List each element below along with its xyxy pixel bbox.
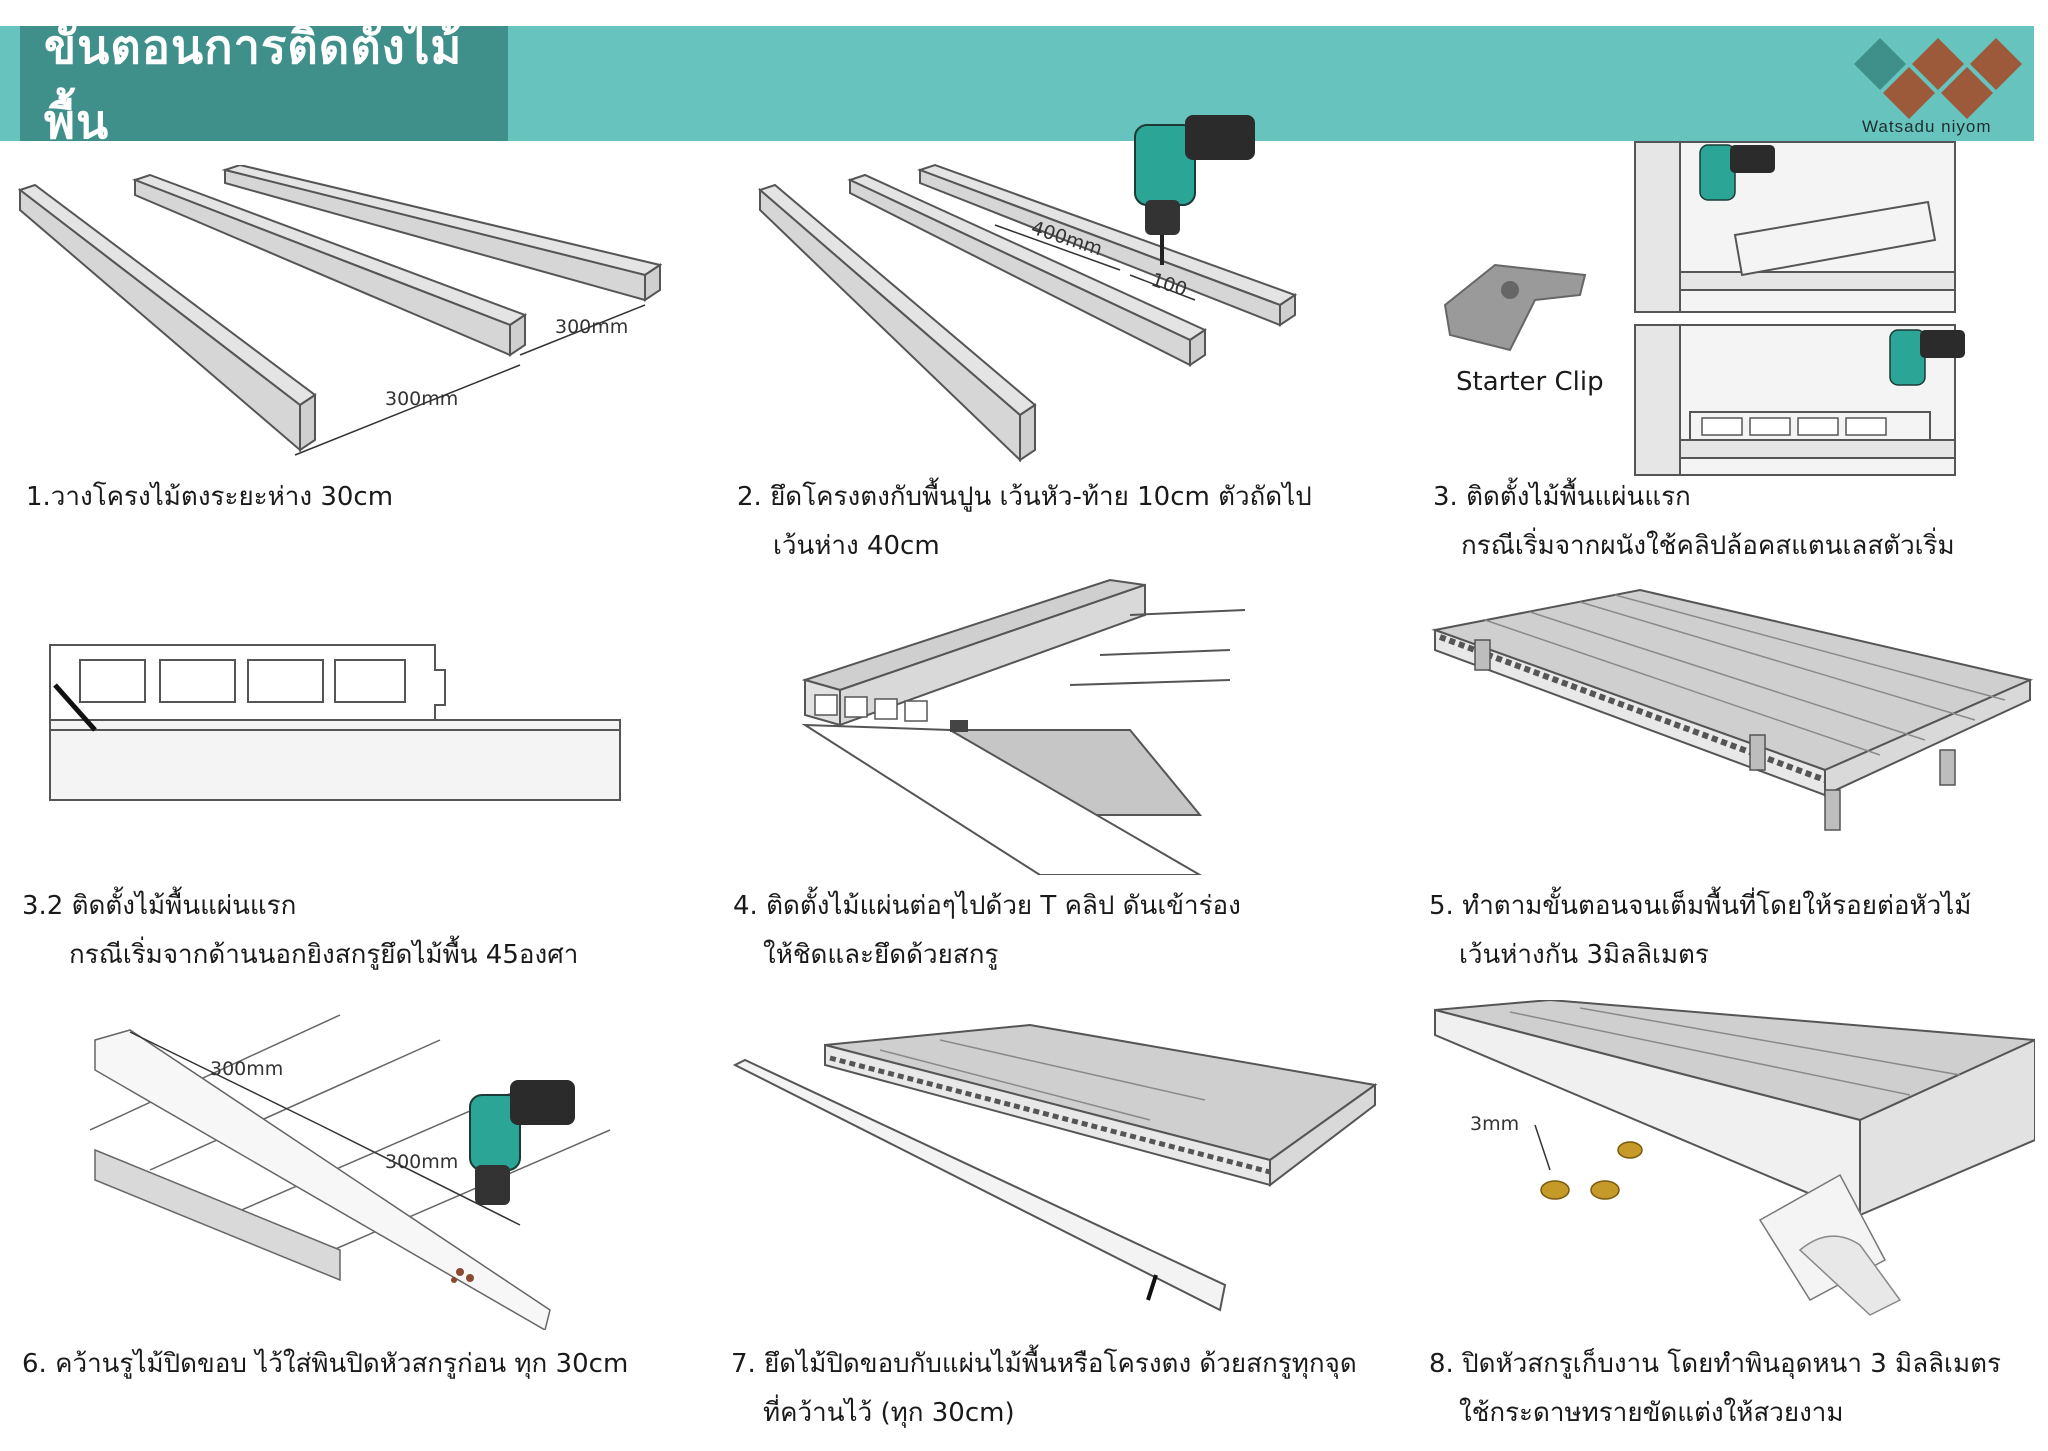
step-caption-6: 6. คว้านรูไม้ปิดขอบ ไว้ใส่พินปิดหัวสกรูก… — [22, 1340, 628, 1389]
hand-sandpaper-icon — [1758, 1173, 1902, 1316]
step3-starter-clip-illustration — [1443, 141, 1965, 476]
dim-label-6a: 300mm — [210, 1058, 283, 1080]
step3-2-board-screw-illustration — [49, 644, 621, 801]
step-caption-4: 4. ติดตั้งไม้แผ่นต่อๆไปด้วย T คลิป ดันเข… — [733, 882, 1241, 980]
starter-clip-label: Starter Clip — [1456, 367, 1604, 397]
step-2-line-1: 2. ยึดโครงตงกับพื้นปูน เว้นหัว-ท้าย 10cm… — [737, 482, 1312, 512]
step5-full-deck-illustration — [1431, 588, 2034, 831]
page-title: ขั้นตอนการติดตั้งไม้พื้น — [44, 19, 463, 150]
step-3-2-line-1: 3.2 ติดตั้งไม้พื้นแผ่นแรก — [22, 891, 297, 921]
step-3-line-2: กรณีเริ่มจากผนังใช้คลิปล้อคสแตนเลสตัวเริ… — [1461, 531, 1955, 561]
pin-cap-icon — [1540, 1141, 1643, 1200]
step-caption-1: 1.วางโครงไม้ตงระยะห่าง 30cm — [26, 473, 393, 522]
step4-t-clip-illustration — [801, 578, 1246, 875]
step-7-line-1: 7. ยึดไม้ปิดขอบกับแผ่นไม้พื้นหรือโครงตง … — [731, 1349, 1357, 1379]
step-6-line-1: 6. คว้านรูไม้ปิดขอบ ไว้ใส่พินปิดหัวสกรูก… — [22, 1349, 629, 1379]
dim-label-1b: 300mm — [555, 316, 628, 338]
drill-icon — [469, 1080, 575, 1205]
brand-name: Watsadu niyom — [1862, 117, 1992, 136]
step-3-2-line-2: กรณีเริ่มจากด้านนอกยิงสกรูยึดไม้พื้น 45อ… — [69, 940, 579, 970]
step-4-line-2: ให้ชิดและยึดด้วยสกรู — [763, 940, 999, 970]
step-2-line-2: เว้นห่าง 40cm — [773, 531, 940, 561]
step1-joists-illustration: 300mm 300mm — [17, 165, 663, 456]
step-caption-8: 8. ปิดหัวสกรูเก็บงาน โดยทำพินอุดหนา 3 มิ… — [1429, 1340, 2001, 1438]
step-7-line-2: ที่คว้านไว้ (ทุก 30cm) — [763, 1398, 1015, 1428]
step-5-line-1: 5. ทำตามขั้นตอนจนเต็มพื้นที่โดยให้รอยต่อ… — [1429, 891, 1972, 921]
screw-icon — [1146, 1274, 1158, 1301]
step2-joists-drill-illustration: 400mm 100 — [758, 115, 1298, 463]
step-caption-3-2: 3.2 ติดตั้งไม้พื้นแผ่นแรก กรณีเริ่มจากด้… — [22, 882, 578, 980]
step8-pin-sanding-illustration: 3mm — [1434, 1000, 2035, 1316]
t-clip-icon — [950, 720, 968, 732]
drill-icon — [1699, 144, 1965, 386]
step-4-line-1: 4. ติดตั้งไม้แผ่นต่อๆไปด้วย T คลิป ดันเข… — [733, 891, 1241, 921]
drill-icon — [1134, 115, 1255, 265]
dim-label-1a: 300mm — [385, 388, 458, 410]
step-caption-7: 7. ยึดไม้ปิดขอบกับแผ่นไม้พื้นหรือโครงตง … — [731, 1340, 1357, 1438]
step-8-line-1: 8. ปิดหัวสกรูเก็บงาน โดยทำพินอุดหนา 3 มิ… — [1429, 1349, 2001, 1379]
step-8-line-2: ใช้กระดาษทรายขัดแต่งให้สวยงาม — [1459, 1398, 1844, 1428]
step-1-line-1: 1.วางโครงไม้ตงระยะห่าง 30cm — [26, 482, 394, 512]
step7-fascia-screw-illustration — [732, 1023, 1378, 1312]
step-3-line-1: 3. ติดตั้งไม้พื้นแผ่นแรก — [1433, 482, 1691, 512]
step-caption-2: 2. ยึดโครงตงกับพื้นปูน เว้นหัว-ท้าย 10cm… — [737, 473, 1312, 571]
dim-label-6b: 300mm — [385, 1151, 458, 1173]
screw-icon — [53, 683, 97, 732]
step-5-line-2: เว้นห่างกัน 3มิลลิเมตร — [1459, 940, 1709, 970]
step6-fascia-drill-illustration: 300mm 300mm — [90, 1014, 611, 1330]
starter-clip-icon — [1443, 263, 1587, 352]
step-caption-5: 5. ทำตามขั้นตอนจนเต็มพื้นที่โดยให้รอยต่อ… — [1429, 882, 1971, 980]
step-caption-3: 3. ติดตั้งไม้พื้นแผ่นแรก กรณีเริ่มจากผนั… — [1433, 473, 1955, 571]
wood-chips-icon — [451, 1268, 474, 1283]
title-box: ขั้นตอนการติดตั้งไม้พื้น — [20, 20, 508, 150]
dim-label-8: 3mm — [1470, 1113, 1519, 1135]
brand-logo-icon — [1854, 38, 2022, 119]
